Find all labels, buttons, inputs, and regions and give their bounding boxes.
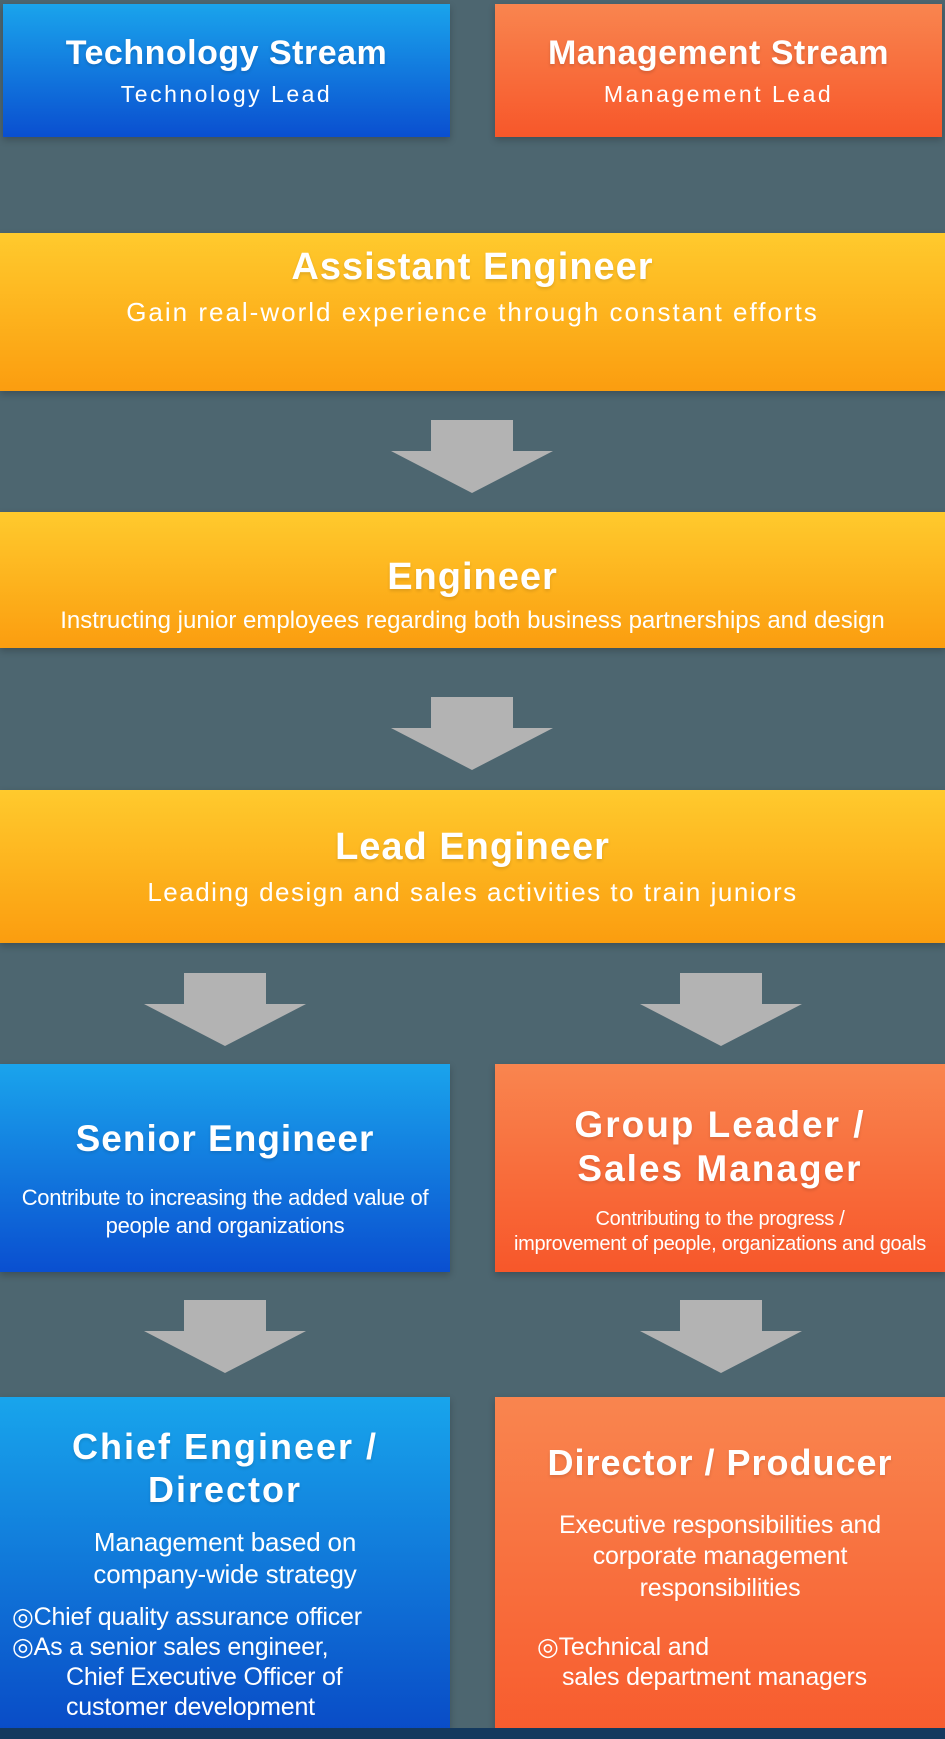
group-leader-card: Group Leader / Sales Manager Contributin… <box>495 1064 945 1272</box>
technology-stream-card: Technology Stream Technology Lead <box>3 4 450 137</box>
level-card-content: Engineer Instructing junior employees re… <box>60 556 885 635</box>
group-leader-title: Group Leader / Sales Manager <box>574 1104 866 1189</box>
level-card-assistant-engineer: Assistant Engineer Gain real-world exper… <box>0 233 945 391</box>
management-stream-title: Management Stream <box>547 33 890 72</box>
down-arrow-icon <box>391 697 553 770</box>
level-card-lead-engineer: Lead Engineer Leading design and sales a… <box>0 790 945 943</box>
management-stream-card: Management Stream Management Lead <box>495 4 942 137</box>
management-stream-subtitle: Management Lead <box>603 80 834 107</box>
chief-engineer-card: Chief Engineer / Director Management bas… <box>0 1397 450 1739</box>
senior-engineer-card: Senior Engineer Contribute to increasing… <box>0 1064 450 1272</box>
senior-engineer-title: Senior Engineer <box>75 1117 375 1159</box>
lead-engineer-title: Lead Engineer <box>335 825 610 868</box>
assistant-engineer-title: Assistant Engineer <box>291 246 654 288</box>
engineer-subtitle: Instructing junior employees regarding b… <box>60 606 885 634</box>
group-leader-subtitle: Contributing to the progress / improveme… <box>513 1207 927 1255</box>
bullet-item: ◎Technical and sales department managers <box>537 1632 867 1691</box>
down-arrow-icon <box>391 420 553 493</box>
director-producer-subtitle: Executive responsibilities and corporate… <box>559 1511 881 1602</box>
level-card-content: Lead Engineer Leading design and sales a… <box>147 826 797 908</box>
chief-engineer-title: Chief Engineer / Director <box>71 1426 379 1511</box>
card-content: Senior Engineer Contribute to increasing… <box>22 1117 429 1240</box>
senior-engineer-subtitle: Contribute to increasing the added value… <box>21 1185 429 1238</box>
chief-engineer-subtitle: Management based on company-wide strateg… <box>93 1527 357 1589</box>
technology-stream-title: Technology Stream <box>65 33 388 72</box>
director-producer-title: Director / Producer <box>547 1442 893 1483</box>
lead-engineer-subtitle: Leading design and sales activities to t… <box>147 876 798 907</box>
director-producer-card: Director / Producer Executive responsibi… <box>495 1397 945 1739</box>
technology-stream-subtitle: Technology Lead <box>120 80 333 107</box>
down-arrow-icon <box>640 973 802 1046</box>
card-content: Group Leader / Sales Manager Contributin… <box>514 1103 926 1256</box>
chief-engineer-bullets: ◎Chief quality assurance officer ◎As a s… <box>0 1602 450 1722</box>
bullet-item: ◎Chief quality assurance officer <box>12 1602 362 1631</box>
bullet-item: ◎As a senior sales engineer, Chief Execu… <box>12 1632 343 1721</box>
engineer-title: Engineer <box>387 555 558 598</box>
down-arrow-icon <box>640 1300 802 1373</box>
level-card-content: Assistant Engineer Gain real-world exper… <box>126 246 819 328</box>
assistant-engineer-subtitle: Gain real-world experience through const… <box>126 297 819 327</box>
director-producer-bullets: ◎Technical and sales department managers <box>495 1632 945 1692</box>
footer-strip <box>0 1728 945 1739</box>
down-arrow-icon <box>144 973 306 1046</box>
level-card-engineer: Engineer Instructing junior employees re… <box>0 512 945 648</box>
down-arrow-icon <box>144 1300 306 1373</box>
